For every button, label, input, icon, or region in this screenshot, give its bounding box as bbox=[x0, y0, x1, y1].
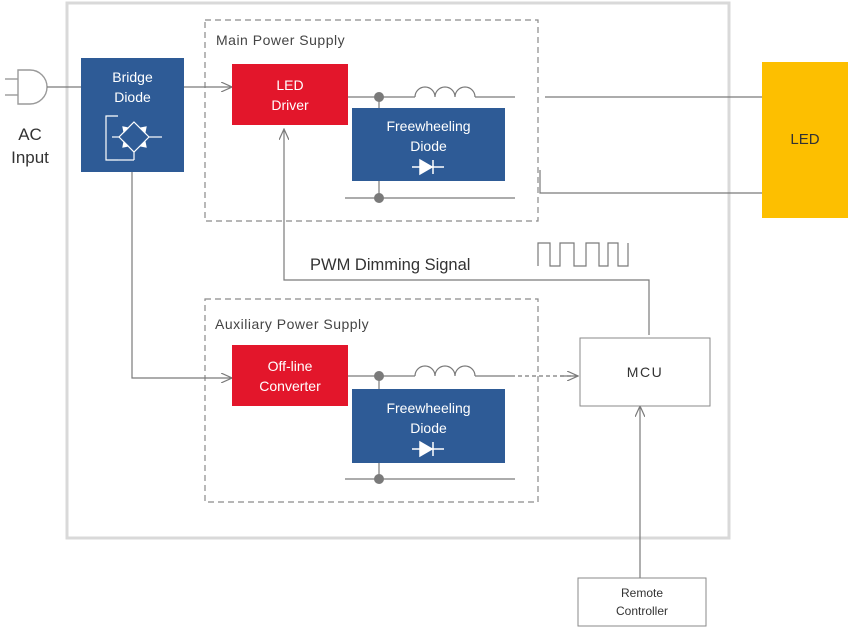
ac-plug-icon bbox=[5, 69, 48, 105]
bridge-rectifier-icon bbox=[105, 115, 162, 161]
bridge-diode-block bbox=[81, 58, 184, 172]
junction-dot bbox=[374, 193, 384, 203]
aux-supply-box bbox=[204, 298, 539, 503]
led-driver-block bbox=[232, 64, 348, 125]
mcu-block bbox=[579, 337, 711, 407]
diode-symbol-icon bbox=[412, 158, 444, 176]
main-freewheeling-diode-label: Freewheeling Diode bbox=[386, 118, 471, 154]
inductor-main bbox=[414, 86, 476, 98]
junction-dot bbox=[374, 474, 384, 484]
aux-supply-title: Auxiliary Power Supply bbox=[215, 316, 370, 332]
remote-controller-label: Remote Controller bbox=[615, 586, 669, 618]
main-supply-box bbox=[204, 19, 539, 222]
aux-freewheeling-diode-label: Freewheeling Diode bbox=[386, 400, 471, 436]
led-driver-label: LED Driver bbox=[271, 76, 309, 113]
remote-controller-block bbox=[577, 577, 707, 627]
ac-input-label: AC Input bbox=[11, 125, 49, 167]
bridge-diode-label: Bridge Diode bbox=[112, 69, 153, 105]
inductor-aux bbox=[414, 365, 476, 377]
wire-pwm-feedback bbox=[284, 129, 650, 335]
offline-converter-label: Off-line Converter bbox=[259, 357, 321, 394]
led-label: LED bbox=[790, 131, 820, 148]
pwm-waveform bbox=[537, 242, 629, 267]
mcu-label: MCU bbox=[626, 364, 664, 380]
wire-led-bottom bbox=[539, 170, 762, 194]
junction-dot bbox=[374, 371, 384, 381]
junction-dot bbox=[374, 92, 384, 102]
main-supply-title: Main Power Supply bbox=[216, 32, 346, 48]
led-block bbox=[762, 62, 848, 218]
diode-symbol-icon bbox=[412, 440, 444, 458]
pwm-signal-label: PWM Dimming Signal bbox=[310, 256, 471, 274]
offline-converter-block bbox=[232, 345, 348, 406]
wire-bridge-converter bbox=[131, 172, 232, 378]
